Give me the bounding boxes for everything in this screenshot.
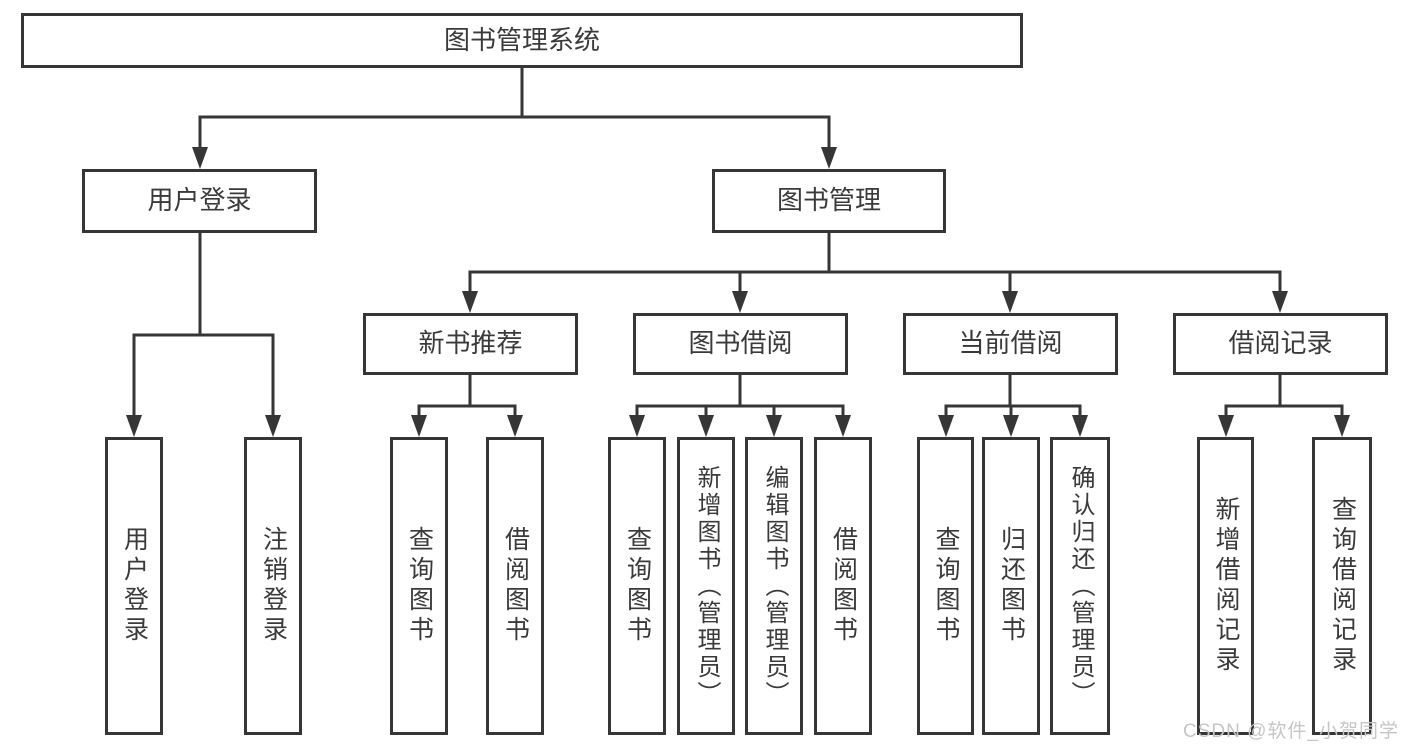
connector-path	[635, 373, 845, 421]
node-user-login: 用户登录	[82, 169, 317, 233]
node-label-leaf-query-book-3: 查询图书	[932, 526, 960, 646]
node-leaf-edit-book: 编辑图书（管理员）	[745, 437, 803, 735]
node-label-book-management: 图书管理	[776, 185, 881, 216]
node-label-borrow-records: 借阅记录	[1228, 328, 1333, 359]
arrowhead-icon	[1272, 291, 1288, 313]
node-leaf-logout: 注销登录	[244, 437, 302, 735]
node-leaf-add-book: 新增图书（管理员）	[677, 437, 735, 735]
node-label-new-book-recommend: 新书推荐	[418, 328, 523, 359]
node-label-leaf-query-book-2: 查询图书	[623, 526, 652, 646]
connector-path	[417, 373, 517, 421]
connector-path	[1224, 373, 1344, 421]
node-leaf-return-book: 归还图书	[982, 437, 1040, 735]
connector-path	[468, 231, 1282, 297]
node-book-management: 图书管理	[712, 169, 946, 233]
node-leaf-query-book-2: 查询图书	[608, 437, 666, 735]
arrowhead-icon	[507, 415, 523, 437]
connector-path	[944, 373, 1082, 421]
node-borrow-records: 借阅记录	[1173, 313, 1388, 375]
node-label-book-borrow: 图书借阅	[688, 328, 793, 359]
arrowhead-icon	[938, 415, 954, 437]
node-leaf-borrow-book-2: 借阅图书	[814, 437, 872, 735]
connector	[462, 231, 1288, 313]
watermark: CSDN @软件_小贺同学	[1183, 721, 1399, 742]
arrowhead-icon	[1218, 415, 1234, 437]
node-book-borrow: 图书借阅	[633, 313, 848, 375]
node-leaf-query-book-3: 查询图书	[917, 437, 974, 735]
arrowhead-icon	[126, 415, 142, 437]
node-label-leaf-borrow-book-1: 借阅图书	[501, 526, 530, 646]
arrowhead-icon	[1003, 415, 1019, 437]
connector	[126, 231, 281, 437]
node-label-leaf-query-borrow-record: 查询借阅记录	[1328, 496, 1357, 676]
node-root: 图书管理系统	[21, 13, 1023, 68]
node-label-leaf-return-book: 归还图书	[997, 526, 1026, 646]
connector	[1218, 373, 1350, 437]
node-leaf-add-borrow-record: 新增借阅记录	[1197, 437, 1254, 735]
node-label-leaf-query-book-1: 查询图书	[405, 526, 434, 646]
arrowhead-icon	[411, 415, 427, 437]
node-label-current-borrow: 当前借阅	[958, 328, 1063, 359]
arrowhead-icon	[1072, 415, 1088, 437]
node-leaf-query-borrow-record: 查询借阅记录	[1312, 437, 1372, 735]
connector-path	[132, 231, 275, 421]
arrowhead-icon	[1002, 291, 1018, 313]
node-leaf-query-book-1: 查询图书	[390, 437, 448, 735]
arrowhead-icon	[265, 415, 281, 437]
arrowhead-icon	[835, 415, 851, 437]
arrowhead-icon	[629, 415, 645, 437]
connector	[629, 373, 851, 437]
node-label-root: 图书管理系统	[443, 24, 600, 55]
arrowhead-icon	[462, 291, 478, 313]
arrowhead-icon	[821, 147, 837, 169]
connector	[411, 373, 523, 437]
arrowhead-icon	[698, 415, 714, 437]
connector	[938, 373, 1088, 437]
node-label-leaf-add-borrow-record: 新增借阅记录	[1212, 496, 1240, 676]
arrowhead-icon	[766, 415, 782, 437]
node-leaf-user-login: 用户登录	[105, 437, 163, 735]
node-label-leaf-user-login: 用户登录	[120, 526, 149, 646]
node-label-leaf-confirm-return: 确认归还（管理员）	[1067, 464, 1094, 708]
node-label-leaf-borrow-book-2: 借阅图书	[829, 526, 858, 646]
node-current-borrow: 当前借阅	[903, 313, 1118, 375]
connector	[192, 66, 837, 169]
node-label-leaf-logout: 注销登录	[259, 526, 288, 646]
node-label-leaf-add-book: 新增图书（管理员）	[693, 464, 720, 708]
arrowhead-icon	[192, 147, 208, 169]
node-leaf-borrow-book-1: 借阅图书	[486, 437, 544, 735]
node-label-leaf-edit-book: 编辑图书（管理员）	[761, 464, 788, 708]
arrowhead-icon	[732, 291, 748, 313]
node-leaf-confirm-return: 确认归还（管理员）	[1050, 437, 1110, 735]
node-new-book-recommend: 新书推荐	[363, 313, 578, 375]
node-label-user-login: 用户登录	[147, 185, 252, 216]
arrowhead-icon	[1334, 415, 1350, 437]
connector-path	[198, 66, 831, 153]
